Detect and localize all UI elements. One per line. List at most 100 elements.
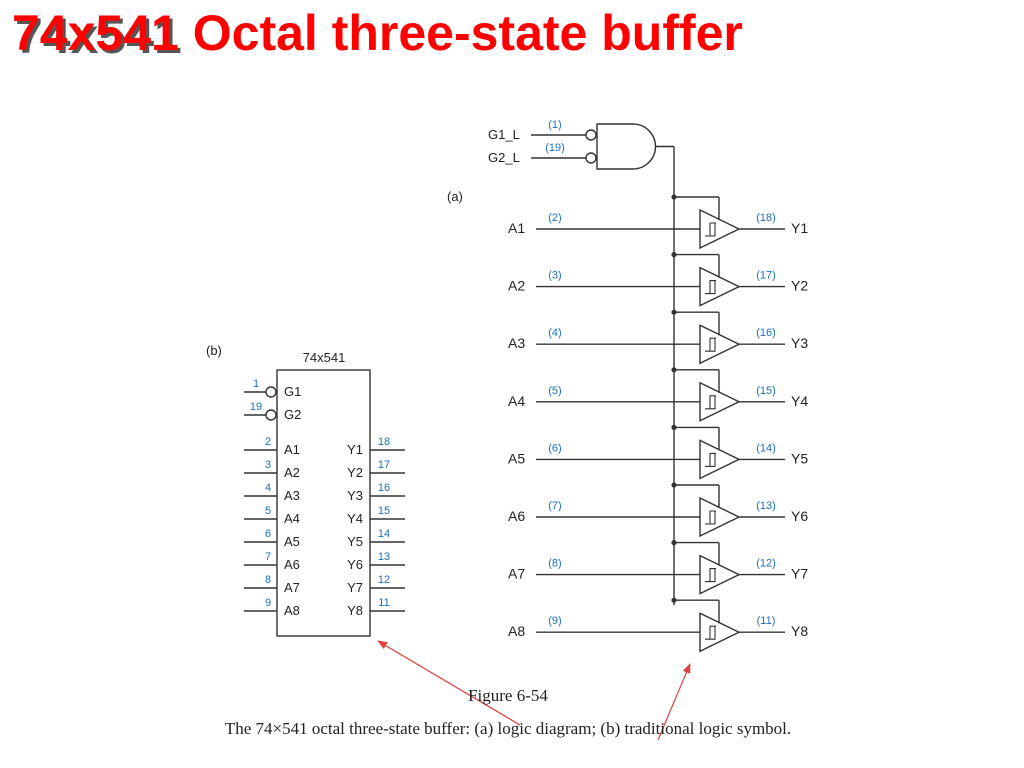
pin-number: 19 [250, 401, 262, 413]
figure-number: Figure 6-54 [468, 686, 548, 705]
pin-number: (15) [756, 385, 776, 397]
hysteresis-symbol [705, 452, 716, 467]
pin-number: 2 [265, 436, 271, 448]
hysteresis-symbol [705, 510, 716, 525]
output-label: Y2 [791, 278, 808, 294]
output-label: Y8 [791, 623, 808, 639]
diagram-a-label: (a) [447, 189, 463, 204]
pin-number: 8 [265, 574, 271, 586]
pin-number: (18) [756, 212, 776, 224]
pin-label: A5 [284, 534, 300, 549]
inversion-bubble [265, 386, 277, 398]
hysteresis-symbol [705, 625, 716, 640]
output-label: Y6 [791, 508, 808, 524]
slide-title: 74x541 Octal three-state buffer [12, 8, 743, 58]
figure-caption: The 74×541 octal three-state buffer: (a)… [224, 719, 792, 738]
input-label: A8 [508, 623, 525, 639]
pin-label: Y2 [347, 465, 363, 480]
pin-label: Y6 [347, 557, 363, 572]
pin-number: (9) [548, 615, 561, 627]
output-label: Y3 [791, 335, 808, 351]
input-label: A1 [508, 220, 525, 236]
title-part-number: 74x541 [12, 5, 179, 61]
pin-number: (3) [548, 270, 561, 282]
pin-number: (11) [757, 615, 776, 627]
pin-label: A4 [284, 511, 300, 526]
pin-number: 13 [378, 551, 390, 563]
hysteresis-symbol [705, 568, 716, 583]
pin-number: 16 [378, 482, 390, 494]
pin-number: 14 [378, 528, 390, 540]
input-label: A7 [508, 566, 525, 582]
pin-number: (17) [756, 270, 776, 282]
pin-number: (5) [548, 385, 561, 397]
pin-number: 4 [265, 482, 271, 494]
pin-number: 7 [265, 551, 271, 563]
pin-number: (19) [545, 142, 565, 154]
inversion-bubble [265, 409, 277, 421]
hysteresis-symbol [705, 395, 716, 410]
arrow-to-symbol [377, 640, 521, 726]
input-label: A4 [508, 393, 525, 409]
output-label: Y5 [791, 450, 808, 466]
inversion-bubble [585, 129, 597, 141]
pin-label: Y3 [347, 488, 363, 503]
pin-label: Y8 [347, 603, 363, 618]
input-label: A5 [508, 450, 525, 466]
arrow-to-diagram [657, 663, 691, 741]
inversion-bubble [585, 152, 597, 164]
pin-number: (14) [756, 442, 776, 454]
chip-name: 74x541 [303, 350, 346, 365]
pin-number: 5 [265, 505, 271, 517]
pin-number: 11 [378, 597, 389, 609]
pin-number: 12 [378, 574, 390, 586]
pin-label: A3 [284, 488, 300, 503]
pin-label: A7 [284, 580, 300, 595]
pin-label: Y1 [347, 442, 363, 457]
input-label: A3 [508, 335, 525, 351]
output-label: Y1 [791, 220, 808, 236]
pin-number: 6 [265, 528, 271, 540]
input-label: A2 [508, 278, 525, 294]
output-label: Y7 [791, 566, 808, 582]
output-label: Y4 [791, 393, 808, 409]
pin-label: A1 [284, 442, 300, 457]
pin-number: (13) [756, 500, 776, 512]
pin-label: A6 [284, 557, 300, 572]
pin-label: A8 [284, 603, 300, 618]
enable-label: G1_L [488, 127, 520, 142]
hysteresis-symbol [705, 337, 716, 352]
pin-label: Y4 [347, 511, 363, 526]
pin-number: (12) [756, 558, 776, 570]
annotation-arrows [377, 640, 691, 741]
pin-label: Y7 [347, 580, 363, 595]
enable-label: G2_L [488, 150, 520, 165]
hysteresis-symbol [705, 222, 716, 237]
pin-number: 15 [378, 505, 390, 517]
pin-number: (16) [756, 327, 776, 339]
pin-number: 18 [378, 436, 390, 448]
and-gate [596, 123, 657, 170]
pin-number: (8) [548, 558, 561, 570]
pin-label: G2 [284, 407, 301, 422]
pin-label: A2 [284, 465, 300, 480]
hysteresis-symbol [705, 280, 716, 295]
pin-number: (1) [548, 119, 561, 131]
pin-label: G1 [284, 384, 301, 399]
pin-number: (7) [548, 500, 561, 512]
diagram-b-label: (b) [206, 343, 222, 358]
pin-number: 17 [378, 459, 390, 471]
pin-number: (4) [548, 327, 561, 339]
pin-number: 1 [253, 378, 259, 390]
chip-body [276, 369, 371, 637]
pin-number: (6) [548, 442, 561, 454]
pin-number: 9 [265, 597, 271, 609]
pin-number: 3 [265, 459, 271, 471]
pin-number: (2) [548, 212, 561, 224]
title-description: Octal three-state buffer [192, 5, 743, 61]
pin-label: Y5 [347, 534, 363, 549]
input-label: A6 [508, 508, 525, 524]
